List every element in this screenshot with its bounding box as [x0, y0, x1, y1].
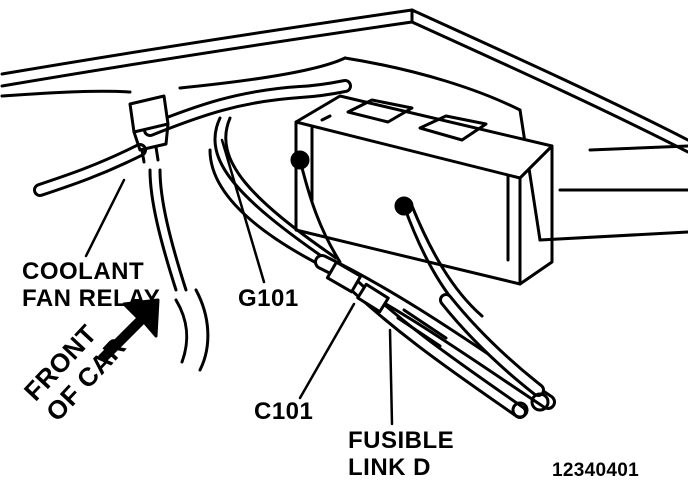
coolant-fan-relay-label-line-2: FAN RELAY — [22, 285, 161, 312]
c101-label: C101 — [254, 398, 314, 425]
fusible-link-label-line-2: LINK D — [348, 454, 431, 481]
figure-code: 12340401 — [552, 460, 639, 481]
g101-label: G101 — [238, 285, 299, 312]
fusible-link-label-line-1: FUSIBLE — [348, 427, 455, 454]
coolant-fan-relay-body — [128, 94, 170, 164]
fusible-link-label: FUSIBLE LINK D — [348, 427, 454, 481]
coolant-fan-relay-label: COOLANT FAN RELAY — [22, 258, 160, 312]
motion-arcs — [174, 288, 210, 372]
battery — [290, 94, 554, 286]
connector-bundle — [314, 254, 556, 419]
front-direction-arrow-icon — [98, 298, 160, 362]
leader-lines — [84, 138, 394, 426]
fender-outline — [0, 8, 688, 242]
coolant-fan-relay-label-line-1: COOLANT — [22, 258, 145, 285]
